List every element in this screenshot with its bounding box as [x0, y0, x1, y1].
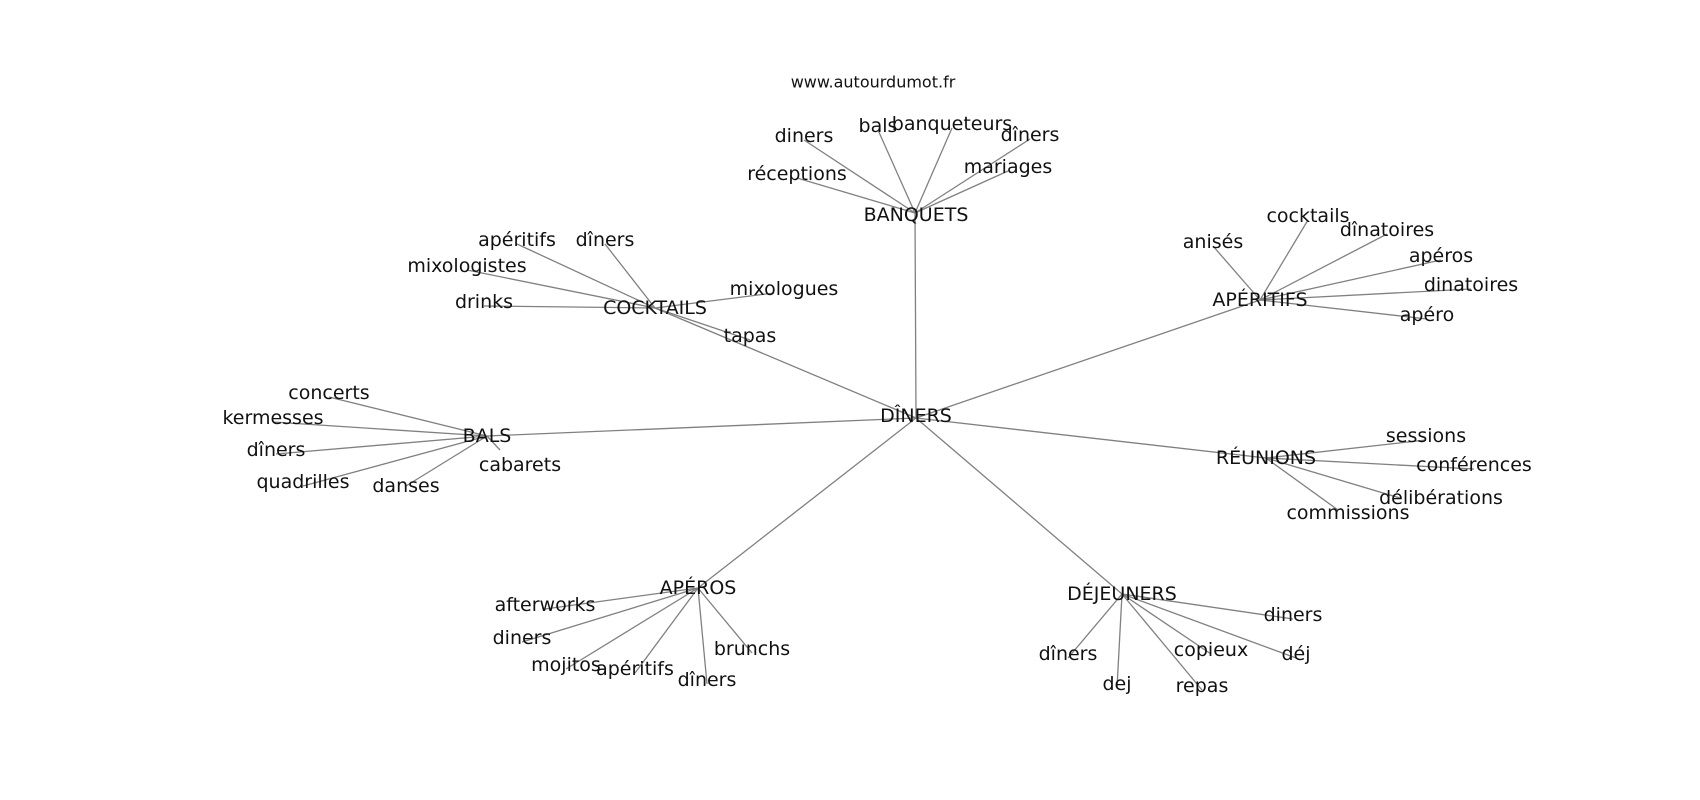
leaf-node-aperitifs: apéritifs	[478, 229, 556, 251]
leaf-node-bals: bals	[859, 115, 898, 137]
edge-bals-diners	[275, 435, 488, 455]
edge-cocktails-tapas	[654, 307, 751, 341]
edge-dejeuners-repas	[1121, 593, 1203, 691]
edge-banquets-bals	[877, 129, 916, 214]
hub-node-aperitifs: APÉRITIFS	[1212, 288, 1307, 311]
leaf-node-aperos: apéros	[1409, 245, 1473, 267]
leaf-node-dinatoires: dînatoires	[1340, 219, 1434, 241]
edge-aperos-aperitifs	[634, 587, 699, 674]
hub-node-banquets: BANQUETS	[864, 204, 969, 226]
leaf-node-drinks: drinks	[455, 291, 513, 313]
root-node-label: DÎNERS	[880, 404, 952, 427]
edge-banquets-banqueteurs	[914, 127, 953, 214]
edge-root-aperos	[697, 417, 917, 589]
leaf-node-diners: diners	[775, 125, 834, 147]
edge-reunions-sessions	[1265, 439, 1427, 459]
edge-aperitifs-anises	[1212, 245, 1261, 301]
edge-cocktails-mixologues	[654, 292, 775, 309]
edge-dejeuners-diners	[1121, 593, 1294, 620]
leaf-node-mojitos: mojitos	[531, 654, 601, 676]
leaf-node-diners: dîners	[1039, 643, 1098, 665]
edge-cocktails-drinks	[483, 305, 656, 309]
leaf-node-conferences: conférences	[1416, 454, 1532, 476]
edge-bals-quadrilles	[302, 435, 488, 487]
edge-root-dejeuners	[915, 417, 1123, 595]
edge-reunions-commissions	[1265, 457, 1339, 511]
hub-node-bals: BALS	[463, 425, 512, 447]
leaf-node-sessions: sessions	[1386, 425, 1466, 447]
graph-edges	[272, 127, 1475, 691]
leaf-node-cabarets: cabarets	[479, 454, 561, 476]
leaf-node-danses: danses	[372, 475, 439, 497]
leaf-node-receptions: réceptions	[747, 163, 847, 185]
leaf-node-diners: dîners	[247, 439, 306, 461]
leaf-node-brunchs: brunchs	[714, 638, 790, 660]
edge-dejeuners-dej	[1121, 593, 1297, 659]
edge-bals-kermesses	[272, 421, 488, 437]
edge-banquets-diners	[803, 139, 916, 214]
leaf-node-anises: anisés	[1183, 231, 1243, 253]
hub-node-cocktails: COCKTAILS	[603, 297, 707, 319]
edge-aperos-brunchs	[697, 587, 753, 654]
edge-aperos-diners	[521, 587, 699, 643]
leaf-node-cocktails: cocktails	[1266, 205, 1349, 227]
edge-aperitifs-dinatoires	[1259, 288, 1472, 301]
edge-bals-danses	[405, 435, 488, 487]
leaf-node-mariages: mariages	[964, 156, 1053, 178]
leaf-node-diners: dîners	[678, 669, 737, 691]
edge-aperos-mojitos	[565, 587, 699, 670]
edge-dejeuners-dej	[1116, 593, 1123, 689]
leaf-node-diners: dîners	[1001, 124, 1060, 146]
edge-aperitifs-apero	[1259, 299, 1428, 320]
hub-node-dejeuners: DÉJEUNERS	[1067, 582, 1177, 605]
leaf-node-repas: repas	[1176, 675, 1229, 697]
leaf-node-dej: dej	[1102, 673, 1131, 695]
edge-aperitifs-aperos	[1259, 259, 1442, 301]
edge-dejeuners-copieux	[1121, 593, 1212, 655]
leaf-node-copieux: copieux	[1174, 639, 1248, 661]
leaf-node-apero: apéro	[1400, 304, 1454, 326]
leaf-node-aperitifs: apéritifs	[596, 658, 674, 680]
leaf-node-quadrilles: quadrilles	[256, 471, 349, 493]
edge-bals-concerts	[328, 396, 488, 437]
edge-root-banquets	[914, 212, 917, 419]
edge-bals-cabarets	[486, 435, 501, 451]
leaf-node-kermesses: kermesses	[222, 407, 323, 429]
edge-reunions-deliberations	[1265, 457, 1401, 499]
edge-aperitifs-dinatoires	[1259, 233, 1388, 301]
leaf-node-dinatoires: dinatoires	[1424, 274, 1518, 296]
edge-dejeuners-diners	[1067, 593, 1123, 659]
edge-root-reunions	[915, 417, 1267, 459]
edge-banquets-diners	[914, 138, 1031, 214]
edge-cocktails-aperitifs	[516, 243, 656, 309]
edge-cocktails-diners	[604, 243, 656, 309]
edge-root-cocktails	[654, 307, 917, 419]
leaf-node-deliberations: délibérations	[1379, 487, 1503, 509]
leaf-node-diners: dîners	[576, 229, 635, 251]
site-credit: www.autourdumot.fr	[791, 73, 956, 92]
edge-root-bals	[486, 417, 917, 437]
edge-root-aperitifs	[915, 299, 1261, 419]
edge-aperos-diners	[697, 587, 708, 685]
leaf-node-mixologistes: mixologistes	[407, 255, 526, 277]
leaf-node-concerts: concerts	[288, 382, 369, 404]
edge-cocktails-mixologistes	[466, 269, 656, 309]
edge-aperitifs-cocktails	[1259, 219, 1309, 301]
edge-banquets-mariages	[914, 170, 1009, 214]
hub-node-aperos: APÉROS	[660, 576, 737, 599]
edge-reunions-conferences	[1265, 457, 1475, 470]
leaf-node-dej: déj	[1281, 643, 1310, 665]
leaf-node-diners: diners	[1264, 604, 1323, 626]
leaf-node-banqueteurs: banqueteurs	[892, 113, 1012, 135]
edge-aperos-afterworks	[544, 587, 699, 610]
leaf-node-diners: diners	[493, 627, 552, 649]
hub-node-reunions: RÉUNIONS	[1216, 446, 1316, 469]
edge-banquets-receptions	[796, 177, 916, 214]
leaf-node-commissions: commissions	[1286, 502, 1409, 524]
leaf-node-afterworks: afterworks	[495, 594, 596, 616]
leaf-node-tapas: tapas	[724, 325, 777, 347]
leaf-node-mixologues: mixologues	[730, 278, 839, 300]
